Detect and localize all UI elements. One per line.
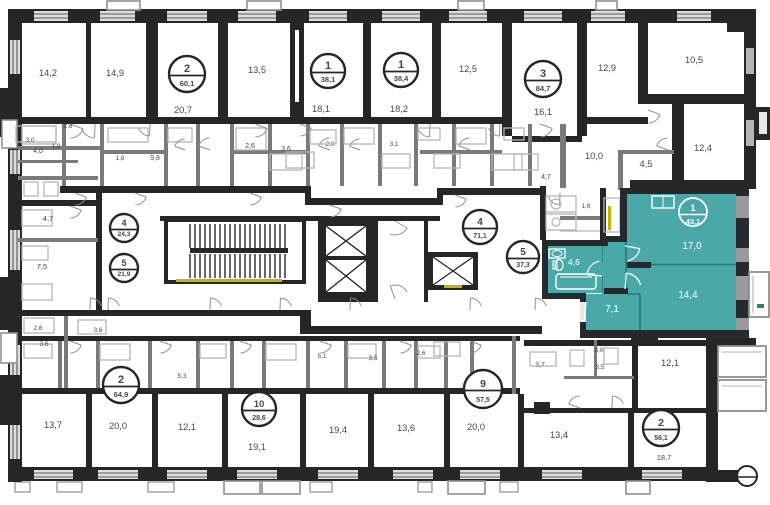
svg-text:2,6: 2,6 [33,325,42,332]
svg-text:9: 9 [480,378,486,390]
svg-text:2: 2 [184,63,190,75]
svg-text:3,0: 3,0 [594,347,603,354]
svg-text:16,1: 16,1 [534,107,552,117]
svg-text:57,5: 57,5 [476,397,490,404]
svg-text:4,7: 4,7 [43,214,53,223]
svg-text:7,5: 7,5 [37,262,47,271]
svg-text:28,6: 28,6 [252,415,266,422]
svg-text:38,4: 38,4 [394,74,409,83]
svg-text:3,6: 3,6 [93,327,102,334]
svg-text:5: 5 [520,247,526,258]
svg-text:43,1: 43,1 [686,217,701,226]
svg-text:14,2: 14,2 [39,68,57,78]
svg-text:2,6: 2,6 [63,123,72,130]
svg-text:5: 5 [121,258,126,268]
svg-text:13,6: 13,6 [397,423,415,433]
svg-text:19,4: 19,4 [329,425,347,435]
svg-text:71,1: 71,1 [473,233,487,240]
svg-text:2,6: 2,6 [416,350,425,357]
svg-text:17,0: 17,0 [682,241,702,252]
svg-text:3,1: 3,1 [389,141,398,148]
svg-text:4,6: 4,6 [568,257,580,267]
svg-text:7,1: 7,1 [605,304,619,315]
svg-text:1,6: 1,6 [581,203,590,210]
svg-text:12,9: 12,9 [598,63,616,73]
svg-text:64,9: 64,9 [114,390,129,399]
svg-text:24,3: 24,3 [118,231,131,238]
svg-text:21,9: 21,9 [118,271,131,278]
svg-text:60,1: 60,1 [180,79,195,88]
svg-text:3: 3 [540,68,546,80]
svg-text:5,3: 5,3 [177,373,186,380]
svg-text:3,0: 3,0 [25,137,34,144]
svg-text:2: 2 [658,417,664,429]
svg-text:37,3: 37,3 [516,262,530,269]
svg-text:14,4: 14,4 [678,290,698,301]
svg-text:84,7: 84,7 [536,84,551,93]
svg-text:4: 4 [121,218,126,228]
svg-text:1: 1 [325,60,331,72]
svg-text:1,9: 1,9 [51,143,60,150]
svg-text:18,7: 18,7 [657,453,672,462]
svg-text:12,4: 12,4 [694,143,712,153]
svg-text:9,8: 9,8 [150,155,160,162]
svg-text:2: 2 [118,374,124,386]
svg-text:18,2: 18,2 [390,104,408,114]
svg-text:12,1: 12,1 [661,358,679,368]
svg-text:20,7: 20,7 [174,105,192,115]
svg-text:20,0: 20,0 [467,422,485,432]
svg-text:13,4: 13,4 [550,430,568,440]
svg-text:38,1: 38,1 [321,75,336,84]
svg-text:18,1: 18,1 [312,104,330,114]
svg-text:5,1: 5,1 [317,353,326,360]
svg-text:1,8: 1,8 [115,155,124,162]
svg-text:1: 1 [398,59,404,71]
svg-text:4,7: 4,7 [541,174,551,181]
svg-text:3,5: 3,5 [595,364,604,371]
svg-text:10: 10 [254,399,265,410]
svg-text:10,5: 10,5 [685,55,703,65]
svg-text:4,5: 4,5 [640,159,653,169]
svg-text:3,6: 3,6 [39,341,48,348]
svg-text:20,0: 20,0 [109,421,127,431]
svg-text:12,1: 12,1 [178,422,196,432]
svg-text:1: 1 [690,203,696,214]
svg-text:4,0: 4,0 [33,148,43,155]
svg-text:2,6: 2,6 [245,143,255,150]
svg-text:10,0: 10,0 [585,151,603,161]
svg-text:12,5: 12,5 [459,64,477,74]
svg-text:4: 4 [477,217,483,228]
svg-text:14,9: 14,9 [106,68,124,78]
svg-text:13,5: 13,5 [248,65,266,75]
svg-text:56,1: 56,1 [654,435,668,442]
svg-text:19,1: 19,1 [248,442,266,452]
svg-text:3,5: 3,5 [368,355,377,362]
svg-text:13,7: 13,7 [44,420,62,430]
